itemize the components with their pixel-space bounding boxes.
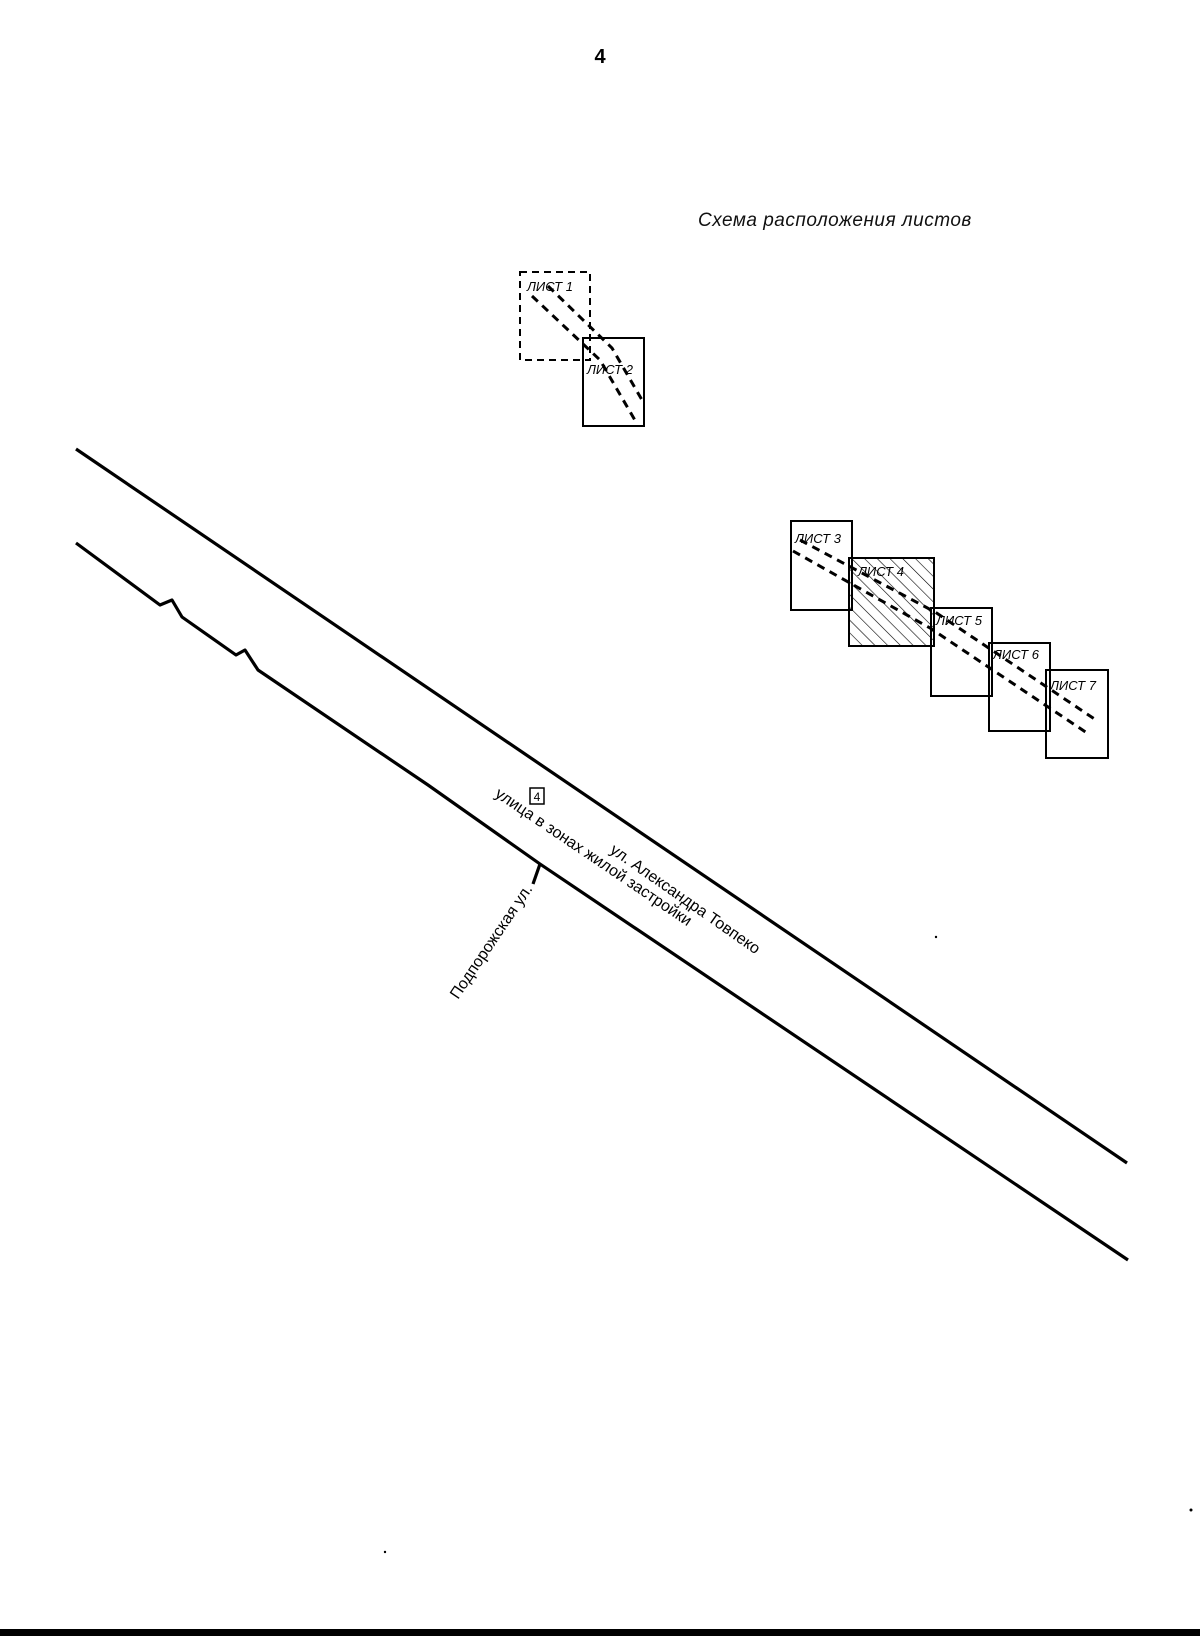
map-dot (1189, 1508, 1193, 1512)
road-upper-edge (75, 447, 1128, 1165)
sheet-4: ЛИСТ 4 (848, 557, 935, 647)
road-lower-edge (75, 541, 1129, 1262)
sheet-7: ЛИСТ 7 (1045, 669, 1109, 759)
map-dot (934, 935, 938, 939)
sheet-2: ЛИСТ 2 (582, 337, 645, 427)
map-marker-label: 4 (534, 790, 541, 804)
map-marker: 4 (529, 787, 545, 805)
map-dot (383, 1550, 387, 1554)
pipeline-segment-upper-a (530, 294, 638, 423)
pipeline-segment-upper-b (546, 284, 644, 401)
bottom-border (0, 1629, 1200, 1636)
sheet-7-label: ЛИСТ 7 (1049, 678, 1097, 693)
sheet-2-label: ЛИСТ 2 (586, 362, 634, 377)
scheme-title: Схема расположения листов (698, 210, 972, 231)
sheet-5: ЛИСТ 5 (930, 607, 993, 697)
sheet-4-label: ЛИСТ 4 (857, 564, 904, 579)
pipeline-segment-lower-b (799, 538, 1097, 722)
sheet-3-label: ЛИСТ 3 (794, 531, 842, 546)
pipeline-segment-lower-a (792, 549, 1091, 737)
street-label-side: Подпорожская ул. (447, 882, 536, 1003)
sheet-6-label: ЛИСТ 6 (992, 647, 1040, 662)
side-street-spur (531, 863, 542, 885)
page-number: 4 (594, 46, 606, 68)
sheet-5-label: ЛИСТ 5 (935, 613, 983, 628)
sheet-6: ЛИСТ 6 (988, 642, 1051, 732)
